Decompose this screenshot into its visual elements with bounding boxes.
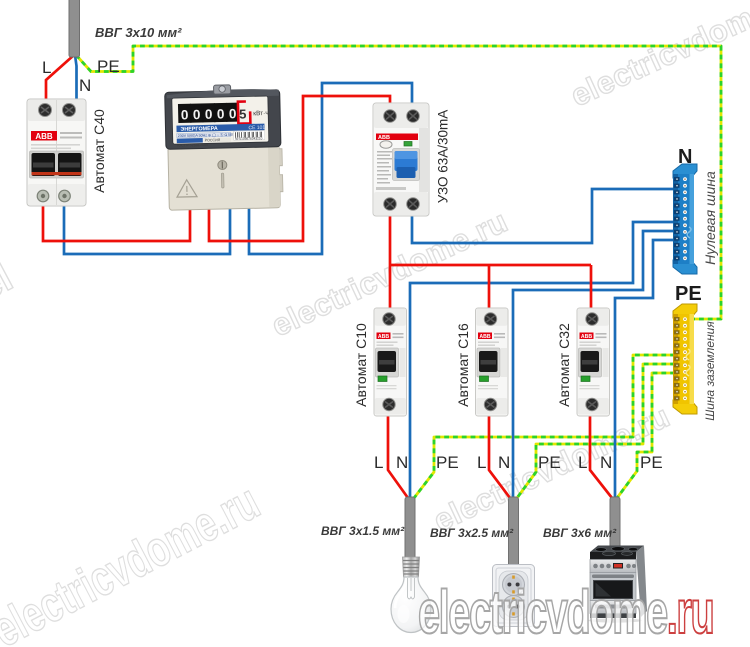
svg-text:ABB: ABB (378, 135, 390, 141)
svg-text:0: 0 (181, 107, 189, 122)
svg-text:0: 0 (205, 107, 213, 122)
svg-text:кВт·ч: кВт·ч (253, 110, 269, 117)
svg-text:0: 0 (217, 106, 225, 121)
svg-text:230V 5(60)A 50Hz ⊕ ◯ ↓ Ⓢ Ω: 230V 5(60)A 50Hz ⊕ ◯ ↓ Ⓢ Ω 50/1600 (178, 132, 242, 138)
svg-text:5: 5 (239, 106, 247, 121)
svg-text:СЕ 101: СЕ 101 (248, 125, 265, 131)
svg-text:ЭНЕРГОМЕРА: ЭНЕРГОМЕРА (180, 126, 217, 133)
svg-text:ABB: ABB (35, 132, 53, 141)
svg-text:0: 0 (193, 107, 201, 122)
svg-text:electricvdome.ru: electricvdome.ru (418, 577, 713, 646)
svg-text:ГОСТ Р 52320-2005: ГОСТ Р 52320-2005 (177, 143, 208, 148)
svg-text:№ 0109876543210: № 0109876543210 (235, 136, 263, 141)
svg-text:РОССИЯ: РОССИЯ (205, 138, 221, 142)
svg-text:0: 0 (229, 106, 237, 121)
